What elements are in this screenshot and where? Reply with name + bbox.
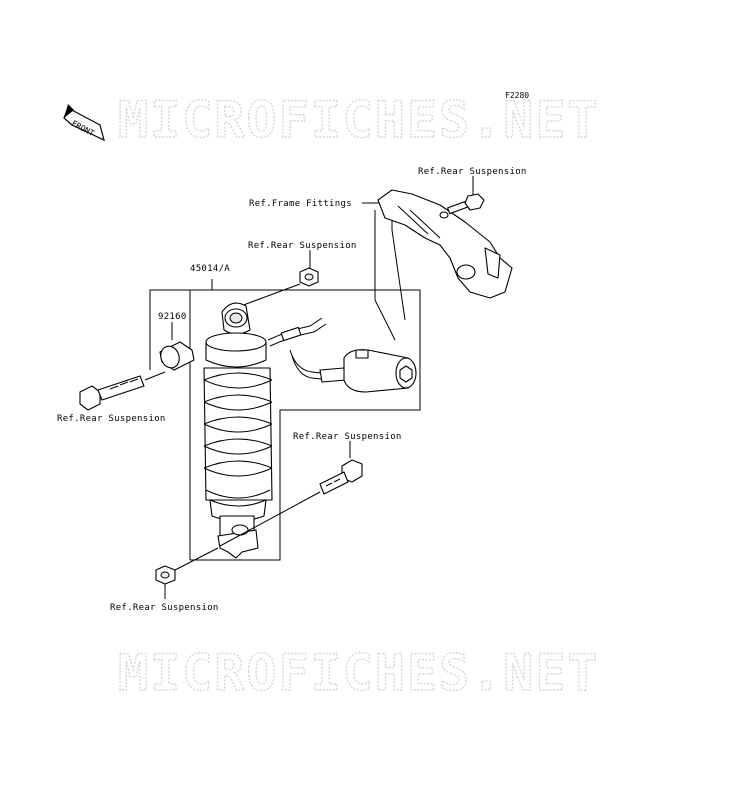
watermark-bottom: MICROFICHES.NET xyxy=(118,644,600,702)
axis-line-nut xyxy=(174,547,219,571)
axis-line-bottom xyxy=(219,491,321,547)
axis-line-left xyxy=(144,371,166,381)
label-part-92160: 92160 xyxy=(158,312,187,322)
shock-absorber-45014 xyxy=(203,302,273,559)
label-ref-rear-suspension-top-right: Ref.Rear Suspension xyxy=(418,167,527,177)
bolt-top-right xyxy=(447,193,485,215)
front-arrow-icon: FRONT xyxy=(63,104,105,142)
assembly-bracket xyxy=(149,279,421,561)
nut-bottom xyxy=(155,565,176,585)
label-ref-rear-suspension-right-bolt: Ref.Rear Suspension xyxy=(293,432,402,442)
watermark-top: MICROFICHES.NET xyxy=(118,91,600,149)
reservoir-canister xyxy=(267,317,417,393)
label-ref-rear-suspension-nut: Ref.Rear Suspension xyxy=(248,241,357,251)
figure-code: F2280 xyxy=(505,91,529,100)
label-part-45014: 45014/A xyxy=(190,264,230,274)
label-ref-rear-suspension-bottom-nut: Ref.Rear Suspension xyxy=(110,603,219,613)
bolt-left xyxy=(79,375,145,411)
bolt-right xyxy=(319,459,363,495)
leader-lines xyxy=(91,176,474,599)
spring-coils xyxy=(203,372,273,499)
collar-92160 xyxy=(159,341,195,371)
nut-top xyxy=(299,267,319,287)
label-ref-frame-fittings: Ref.Frame Fittings xyxy=(249,199,352,209)
frame-fitting-bracket xyxy=(377,189,513,299)
label-ref-rear-suspension-left-bolt: Ref.Rear Suspension xyxy=(57,414,166,424)
